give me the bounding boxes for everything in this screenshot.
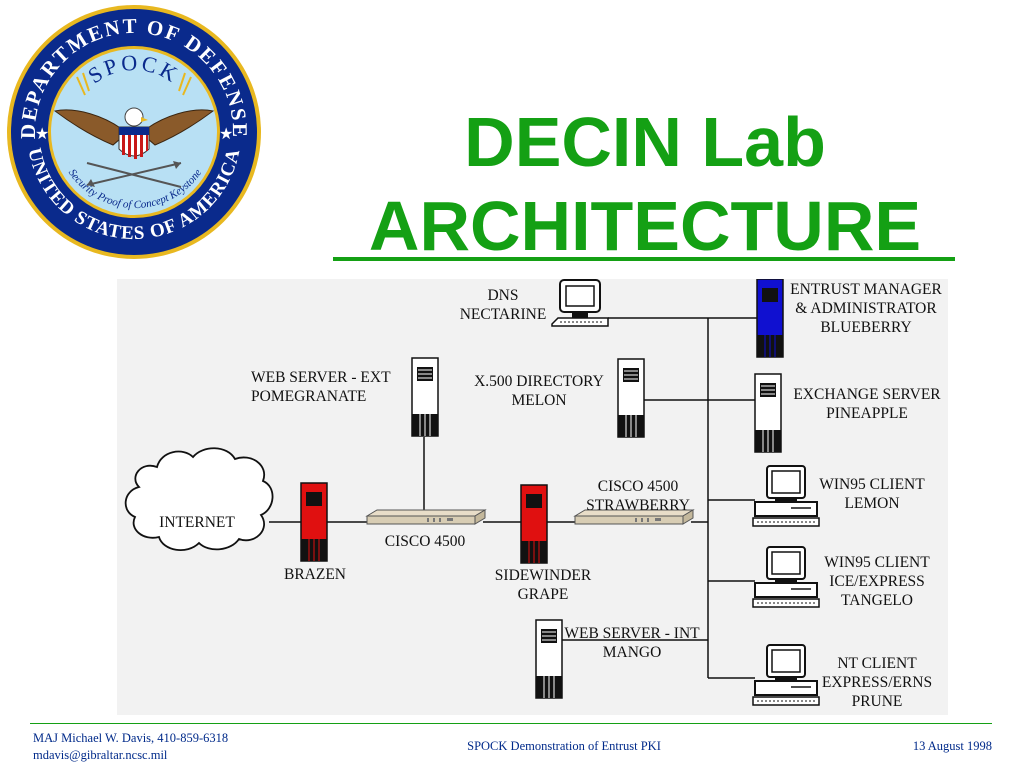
title-line-1: DECIN Lab [464, 103, 826, 181]
internet-label: INTERNET [159, 514, 235, 531]
entrust-server-icon [756, 279, 784, 358]
internet-cloud-icon [124, 447, 274, 551]
web-server-ext-label: WEB SERVER - EXT POMEGRANATE [251, 369, 391, 405]
prune-label: NT CLIENT EXPRESS/ERNS PRUNE [821, 655, 933, 710]
footer-author: MAJ Michael W. Davis, 410-859-6318 [33, 731, 229, 745]
web-server-int-label: WEB SERVER - INT MANGO [564, 625, 700, 661]
exchange-server-icon [754, 373, 782, 453]
footer-center-text: SPOCK Demonstration of Entrust PKI [467, 739, 661, 753]
brazen-firewall-icon [300, 482, 328, 562]
entrust-label: ENTRUST MANAGER & ADMINISTRATOR BLUEBERR… [790, 281, 942, 336]
svg-text:★: ★ [35, 126, 49, 143]
tangelo-label: WIN95 CLIENT ICE/EXPRESS TANGELO [824, 554, 930, 609]
exchange-label: EXCHANGE SERVER PINEAPPLE [793, 386, 941, 422]
footer-date: 13 August 1998 [912, 739, 992, 753]
svg-text:★: ★ [219, 126, 233, 143]
x500-label: X.500 DIRECTORY MELON [474, 373, 604, 409]
dns-label: DNS NECTARINE [459, 287, 547, 323]
sidewinder-label: SIDEWINDER GRAPE [494, 567, 592, 603]
lemon-label: WIN95 CLIENT LEMON [819, 476, 925, 512]
sidewinder-firewall-icon [520, 484, 548, 564]
brazen-label: BRAZEN [284, 566, 346, 583]
slide-title: DECIN Lab ARCHITECTURE [330, 100, 960, 268]
cisco-strawberry-label: CISCO 4500 STRAWBERRY [586, 478, 690, 514]
network-diagram: INTERNET BRAZEN CISCO 4500 WEB SERVER - … [117, 279, 948, 715]
dod-spock-seal: DEPARTMENT OF DEFENSE UNITED STATES OF A… [5, 3, 263, 261]
title-line-2: ARCHITECTURE [368, 187, 922, 265]
footer-divider [30, 723, 992, 724]
title-underline [333, 257, 955, 261]
cisco-4500-label: CISCO 4500 [384, 533, 466, 550]
x500-server-icon [617, 358, 645, 438]
web-server-ext-icon [411, 357, 439, 437]
footer-email: mdavis@gibraltar.ncsc.mil [33, 748, 168, 762]
cisco-4500-router-icon [366, 509, 486, 525]
